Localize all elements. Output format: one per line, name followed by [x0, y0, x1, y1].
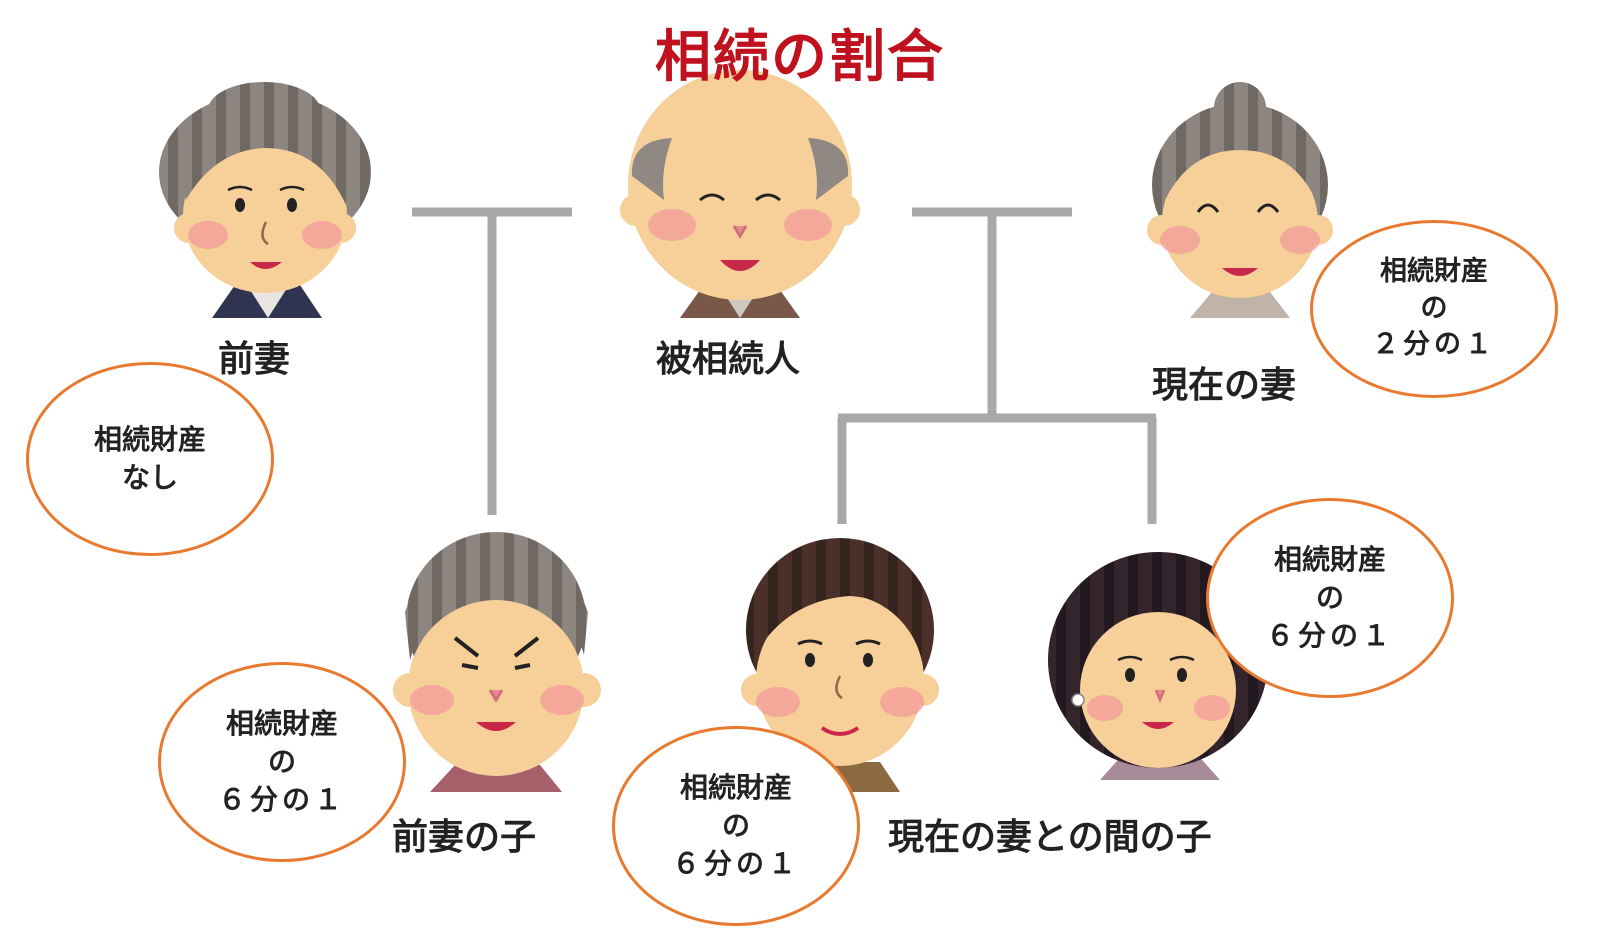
- share-bubble-former-child: 相続財産 の ６分の１: [158, 662, 406, 862]
- share-bubble-current-child-2: 相続財産 の ６分の１: [1206, 498, 1454, 698]
- share-line: ６分の１: [1265, 618, 1394, 652]
- share-line: 相続財産: [679, 771, 792, 805]
- current-wife-avatar: [1147, 82, 1333, 318]
- share-line: なし: [121, 461, 178, 494]
- share-bubble-current-child-1: 相続財産 の ６分の１: [612, 726, 860, 926]
- share-bubble-former-wife: 相続財産 なし: [26, 362, 274, 556]
- label-decedent: 被相続人: [656, 339, 801, 380]
- diagram-title: 相続の割合: [655, 25, 945, 90]
- family-connectors: [412, 207, 1157, 524]
- former-wife-avatar: [159, 82, 371, 318]
- share-line: ２分の１: [1372, 329, 1496, 361]
- label-former-wife: 前妻: [218, 339, 291, 380]
- label-current-children: 現在の妻との間の子: [888, 817, 1212, 858]
- share-line: の: [721, 809, 750, 843]
- share-line: 相続財産: [1273, 543, 1386, 577]
- share-line: 相続財産: [225, 707, 338, 741]
- share-line: ６分の１: [671, 846, 800, 880]
- former-child-avatar: [393, 532, 601, 792]
- current-child-1-avatar: [741, 538, 939, 792]
- label-current-wife: 現在の妻: [1152, 365, 1297, 406]
- share-line: 相続財産: [93, 423, 206, 457]
- share-line: の: [267, 745, 296, 779]
- share-line: ６分の１: [217, 782, 346, 816]
- share-bubble-current-wife: 相続財産 の ２分の１: [1310, 220, 1558, 398]
- share-line: の: [1315, 581, 1344, 615]
- share-line: の: [1420, 292, 1448, 324]
- decedent-avatar: [620, 70, 860, 318]
- share-line: 相続財産: [1380, 256, 1488, 288]
- label-former-child: 前妻の子: [392, 817, 537, 858]
